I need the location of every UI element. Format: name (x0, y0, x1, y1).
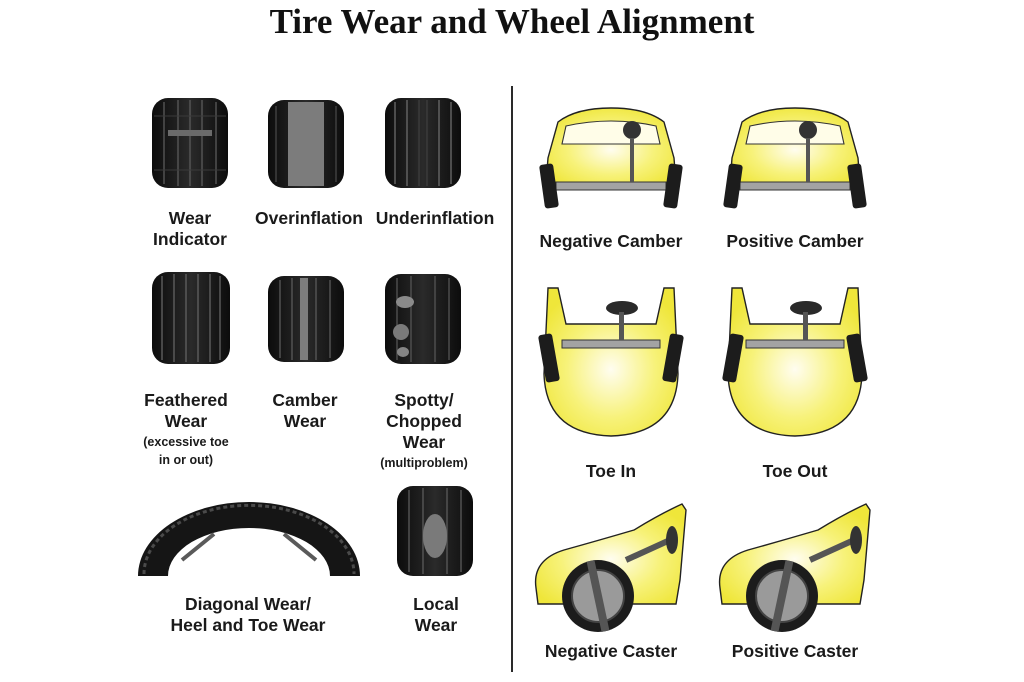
negative-caster-car-image (530, 500, 690, 634)
diagonal-wear-label: Diagonal Wear/Heel and Toe Wear (170, 594, 326, 635)
page-title: Tire Wear and Wheel Alignment (269, 2, 755, 41)
positive-camber-label: Positive Camber (726, 231, 864, 251)
negative-camber-label: Negative Camber (539, 231, 683, 251)
underinflation-label: Underinflation (375, 208, 495, 228)
toe-in-label: Toe In (585, 461, 637, 481)
local-wear-tire-image (395, 484, 475, 578)
camber-wear-tire-image (266, 274, 346, 364)
positive-camber-car-image (720, 104, 870, 216)
negative-caster-label: Negative Caster (544, 641, 678, 661)
overinflation-tire-image (266, 98, 346, 190)
underinflation-tire-image (383, 96, 463, 190)
negative-camber-car-image (536, 104, 686, 216)
feathered-wear-tire-image (150, 270, 232, 366)
diagonal-wear-tire-image (134, 498, 364, 580)
toe-out-label: Toe Out (762, 461, 828, 481)
positive-caster-label: Positive Caster (731, 641, 859, 661)
wear-indicator-tire-image (150, 96, 230, 190)
positive-caster-car-image (714, 500, 874, 634)
toe-out-car-image (720, 284, 870, 440)
toe-in-car-image (536, 284, 686, 440)
section-divider (511, 86, 513, 672)
overinflation-label: Overinflation (255, 208, 363, 228)
spotty-chopped-wear-tire-image (383, 272, 463, 366)
